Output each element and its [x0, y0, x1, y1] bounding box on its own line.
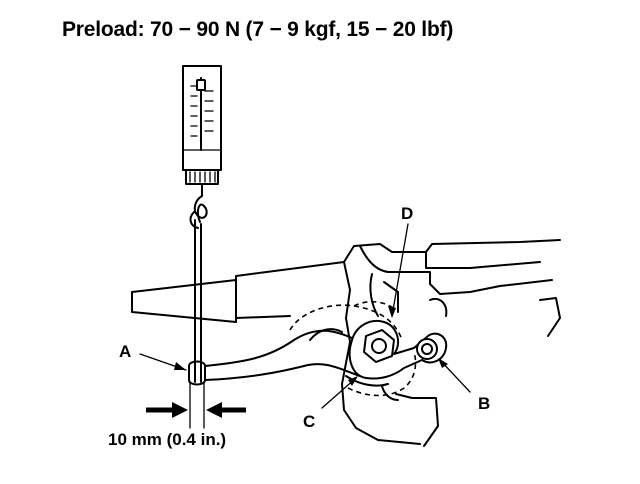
spring-scale-icon	[182, 65, 222, 229]
leader-lines	[139, 223, 471, 409]
callout-b: B	[478, 394, 491, 413]
callout-a: A	[119, 342, 132, 361]
motion-arcs	[289, 300, 417, 397]
inward-arrows-icon	[146, 402, 246, 418]
string-rod	[188, 219, 206, 429]
preload-title: Preload: 70 − 90 N (7 − 9 kgf, 15 − 20 l…	[62, 18, 454, 41]
transmission-housing	[131, 239, 561, 447]
callout-d: D	[401, 204, 414, 223]
callout-c: C	[303, 412, 316, 431]
string-loop	[204, 329, 361, 381]
measurement-label: 10 mm (0.4 in.)	[108, 430, 227, 449]
lever-c	[345, 320, 448, 401]
